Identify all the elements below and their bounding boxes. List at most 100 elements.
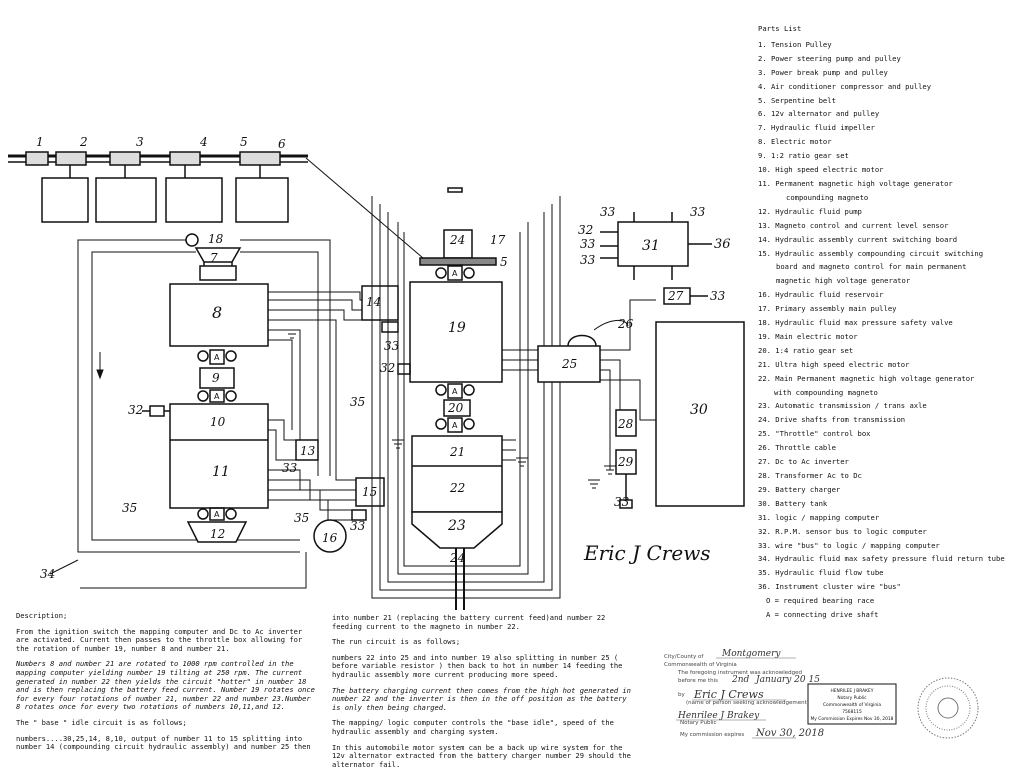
part-16: 16. Hydraulic fluid reservoir	[758, 290, 884, 300]
description-p3: The " base " idle circuit is as follows;	[16, 717, 187, 727]
notary-month-year: January 20 15	[754, 675, 820, 685]
center-wire-bus	[502, 299, 656, 470]
description-heading: Description;	[16, 611, 68, 620]
label-9: 9	[212, 371, 220, 385]
part-8: 8. Electric motor	[758, 137, 832, 147]
notary-acknowledgement: City/County of Commonwealth of Virginia …	[664, 649, 979, 739]
part-2: 2. Power steering pump and pulley	[758, 53, 901, 63]
label-35b: 35	[294, 511, 309, 525]
part-6: 6. 12v alternator and pulley	[758, 109, 880, 119]
label-29: 29	[617, 455, 634, 469]
left-motor-assembly	[142, 233, 347, 553]
label-4: 4	[199, 135, 208, 149]
label-36: 36	[714, 237, 731, 252]
part-18: 18. Hydraulic fluid max pressure safety …	[758, 318, 953, 328]
label-33g: 33	[690, 205, 706, 219]
label-11: 11	[212, 464, 230, 480]
part-30: 30. Battery tank	[758, 498, 828, 508]
left-wire-bus	[268, 291, 378, 521]
label-17: 17	[490, 233, 506, 247]
part-21: 21. Ultra high speed electric motor	[758, 359, 910, 369]
label-27: 27	[667, 289, 684, 303]
leader-34	[49, 559, 79, 575]
part-10: 10. High speed electric motor	[758, 165, 884, 175]
label-32b: 32	[380, 361, 395, 375]
part-26: 26. Throttle cable	[758, 443, 836, 453]
label-3: 3	[136, 135, 144, 149]
part-29: 29. Battery charger	[758, 484, 841, 494]
notary-ack-1: The foregoing instrument was acknowledge…	[677, 670, 802, 676]
description-middle-column: into number 21 (replacing the battery cu…	[332, 613, 632, 776]
description-m4: The battery charging current then comes …	[332, 685, 631, 712]
description-left-column: Description; From the ignition switch th…	[16, 611, 316, 759]
seal-reg: 7568115	[842, 709, 862, 715]
legend-drive-shaft: A = connecting drive shaft	[766, 610, 879, 620]
label-26: 26	[617, 317, 634, 331]
patent-drawing-page: 1 2 3 4 5 6 7 8 9 10 11 12 13 14 15 16 1…	[8, 22, 1020, 769]
part-24: 24. Drive shafts from transmission	[758, 415, 906, 425]
label-33h: 33	[580, 237, 596, 251]
notary-day: 2nd	[731, 675, 750, 685]
part-12: 12. Hydraulic fluid pump	[758, 206, 862, 216]
label-15: 15	[362, 485, 377, 499]
label-20: 20	[447, 401, 464, 415]
label-28: 28	[617, 417, 634, 431]
notary-commission-date: Nov 30, 2018	[755, 728, 824, 739]
part-13: 13. Magneto control and current level se…	[758, 220, 949, 230]
notary-county: Montgomery	[721, 649, 781, 659]
notary-signature: Henrilee J Brakey	[677, 711, 760, 721]
parts-list: Parts List 1. Tension Pulley 2. Power st…	[758, 22, 1020, 622]
part-14: 14. Hydraulic assembly current switching…	[758, 234, 958, 244]
label-19: 19	[448, 320, 466, 336]
notary-ack-2: before me this	[678, 678, 718, 684]
label-32c: 32	[578, 223, 593, 237]
part-15: 15. Hydraulic assembly compounding circu…	[758, 248, 984, 258]
svg-text:A: A	[452, 387, 458, 396]
part-9: 9. 1:2 ratio gear set	[758, 151, 849, 161]
label-33f: 33	[600, 205, 616, 219]
part-1: 1. Tension Pulley	[758, 39, 832, 49]
label-33d: 33	[614, 495, 630, 509]
part-3: 3. Power break pump and pulley	[758, 67, 888, 77]
svg-text:A: A	[214, 510, 220, 519]
label-18: 18	[208, 232, 224, 246]
part-17: 17. Primary assembly main pulley	[758, 304, 897, 314]
part-15-cont-b: magnetic high voltage generator	[776, 276, 911, 286]
legend-bearing: O = required bearing race	[766, 596, 875, 606]
description-m3: numbers 22 into 25 and into number 19 al…	[332, 652, 623, 679]
notary-public-label: Notary Public	[680, 720, 717, 726]
part-11-cont: compounding magneto	[786, 192, 869, 202]
notary-name-hint: (name of person seeking acknowledgement)	[686, 700, 809, 706]
label-33e: 33	[710, 289, 726, 303]
switching-boxes	[295, 285, 399, 521]
label-32a: 32	[128, 403, 143, 417]
part-23: 23. Automatic transmission / trans axle	[758, 401, 927, 411]
label-16: 16	[322, 531, 338, 545]
part-28: 28. Transformer Ac to Dc	[758, 471, 862, 480]
seal-title: Notary Public	[837, 695, 867, 701]
part-35: 35. Hydraulic fluid flow tube	[758, 568, 884, 578]
notary-seal-stamp	[917, 677, 979, 739]
label-30: 30	[690, 402, 708, 418]
label-7: 7	[210, 251, 218, 265]
throttle-box	[537, 334, 601, 383]
hydraulic-flow-tube-35	[77, 239, 331, 589]
ground-symbols	[286, 329, 616, 489]
notary-county-label: City/County of	[664, 654, 704, 660]
part-7: 7. Hydraulic fluid impeller	[758, 123, 875, 133]
hydraulic-motor-schematic: 1 2 3 4 5 6 7 8 9 10 11 12 13 14 15 16 1…	[8, 135, 745, 610]
part-19: 19. Main electric motor	[758, 331, 858, 341]
part-31: 31. logic / mapping computer	[758, 512, 880, 522]
description-m5: The mapping/ logic computer controls the…	[332, 718, 614, 736]
part-25: 25. "Throttle" control box	[758, 429, 871, 439]
notary-by-name: Eric J Crews	[693, 688, 764, 701]
part-5: 5. Serpentine belt	[758, 95, 836, 105]
description-m1: into number 21 (replacing the battery cu…	[332, 613, 606, 631]
label-33b: 33	[282, 461, 298, 475]
label-24-top: 24	[449, 233, 465, 247]
right-components	[600, 212, 745, 509]
label-34: 34	[40, 567, 55, 581]
part-22-cont: with compounding magneto	[774, 387, 878, 397]
description-p4: numbers....30,25,14, 8,10, output of num…	[16, 733, 311, 752]
notary-by-label: by	[678, 692, 685, 698]
